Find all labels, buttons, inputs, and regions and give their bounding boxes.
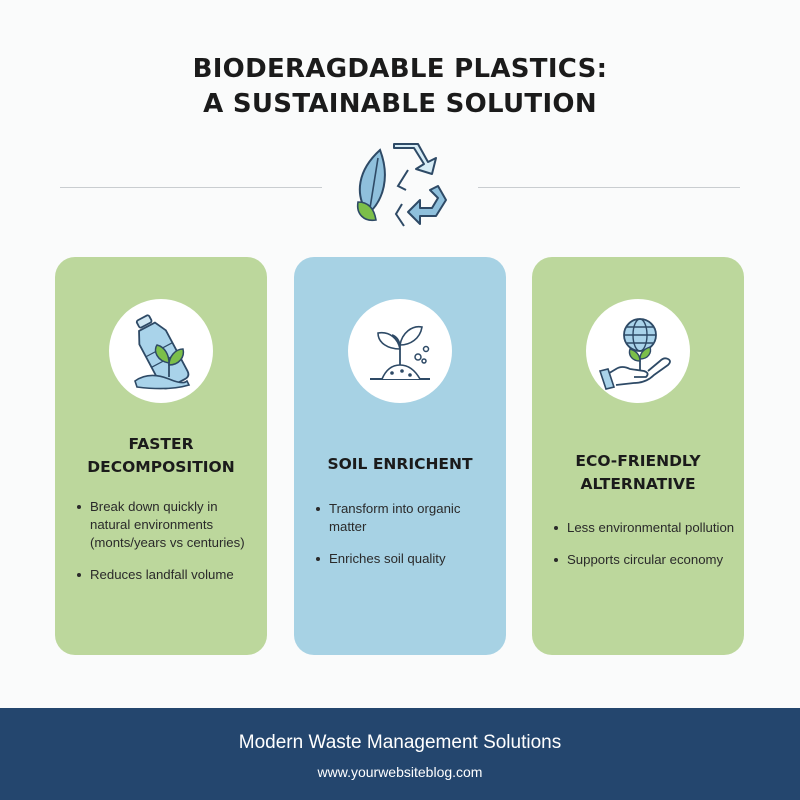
hand-globe-icon (598, 318, 671, 390)
card-title: ECO-FRIENDLY ALTERNATIVE (532, 450, 744, 496)
list-item: Less environmental pollution (554, 519, 736, 537)
card-title-line-1: ECO-FRIENDLY (575, 452, 701, 470)
card-title-line-2: DECOMPOSITION (87, 458, 235, 476)
card-icon-circle (348, 299, 452, 403)
card-title: FASTER DECOMPOSITION (55, 433, 267, 479)
card-faster-decomposition: FASTER DECOMPOSITION Break down quickly … (55, 257, 267, 655)
bottle-sprout-icon (134, 314, 191, 390)
card-title: SOIL ENRICHENT (294, 453, 506, 476)
page-title-line-1: BIODERAGDABLE PLASTICS: (192, 54, 608, 84)
footer: Modern Waste Management Solutions www.yo… (0, 708, 800, 800)
card-soil-enrichment: SOIL ENRICHENT Transform into organic ma… (294, 257, 506, 655)
card-icon-circle (586, 299, 690, 403)
divider-left (60, 187, 322, 188)
list-item: Break down quickly in natural environmen… (77, 498, 259, 552)
list-item: Transform into organic matter (316, 500, 498, 536)
card-title-line-1: FASTER (128, 435, 194, 453)
card-title-line-1: SOIL ENRICHENT (327, 455, 473, 473)
recycle-leaf-icon (356, 143, 447, 227)
list-item: Supports circular economy (554, 551, 736, 569)
card-points: Less environmental pollution Supports ci… (554, 519, 736, 583)
soil-sprout-icon (370, 325, 430, 380)
card-icon-circle (109, 299, 213, 403)
card-points: Break down quickly in natural environmen… (77, 498, 259, 598)
card-points: Transform into organic matter Enriches s… (316, 500, 498, 582)
list-item: Reduces landfall volume (77, 566, 259, 584)
card-eco-friendly-alternative: ECO-FRIENDLY ALTERNATIVE Less environmen… (532, 257, 744, 655)
footer-title: Modern Waste Management Solutions (238, 732, 562, 753)
page-title-line-2: A SUSTAINABLE SOLUTION (203, 89, 597, 119)
footer-url[interactable]: www.yourwebsiteblog.com (317, 764, 483, 780)
page-title: BIODERAGDABLE PLASTICS: A SUSTAINABLE SO… (0, 52, 800, 122)
divider-right (478, 187, 740, 188)
list-item: Enriches soil quality (316, 550, 498, 568)
card-title-line-2: ALTERNATIVE (580, 475, 696, 493)
